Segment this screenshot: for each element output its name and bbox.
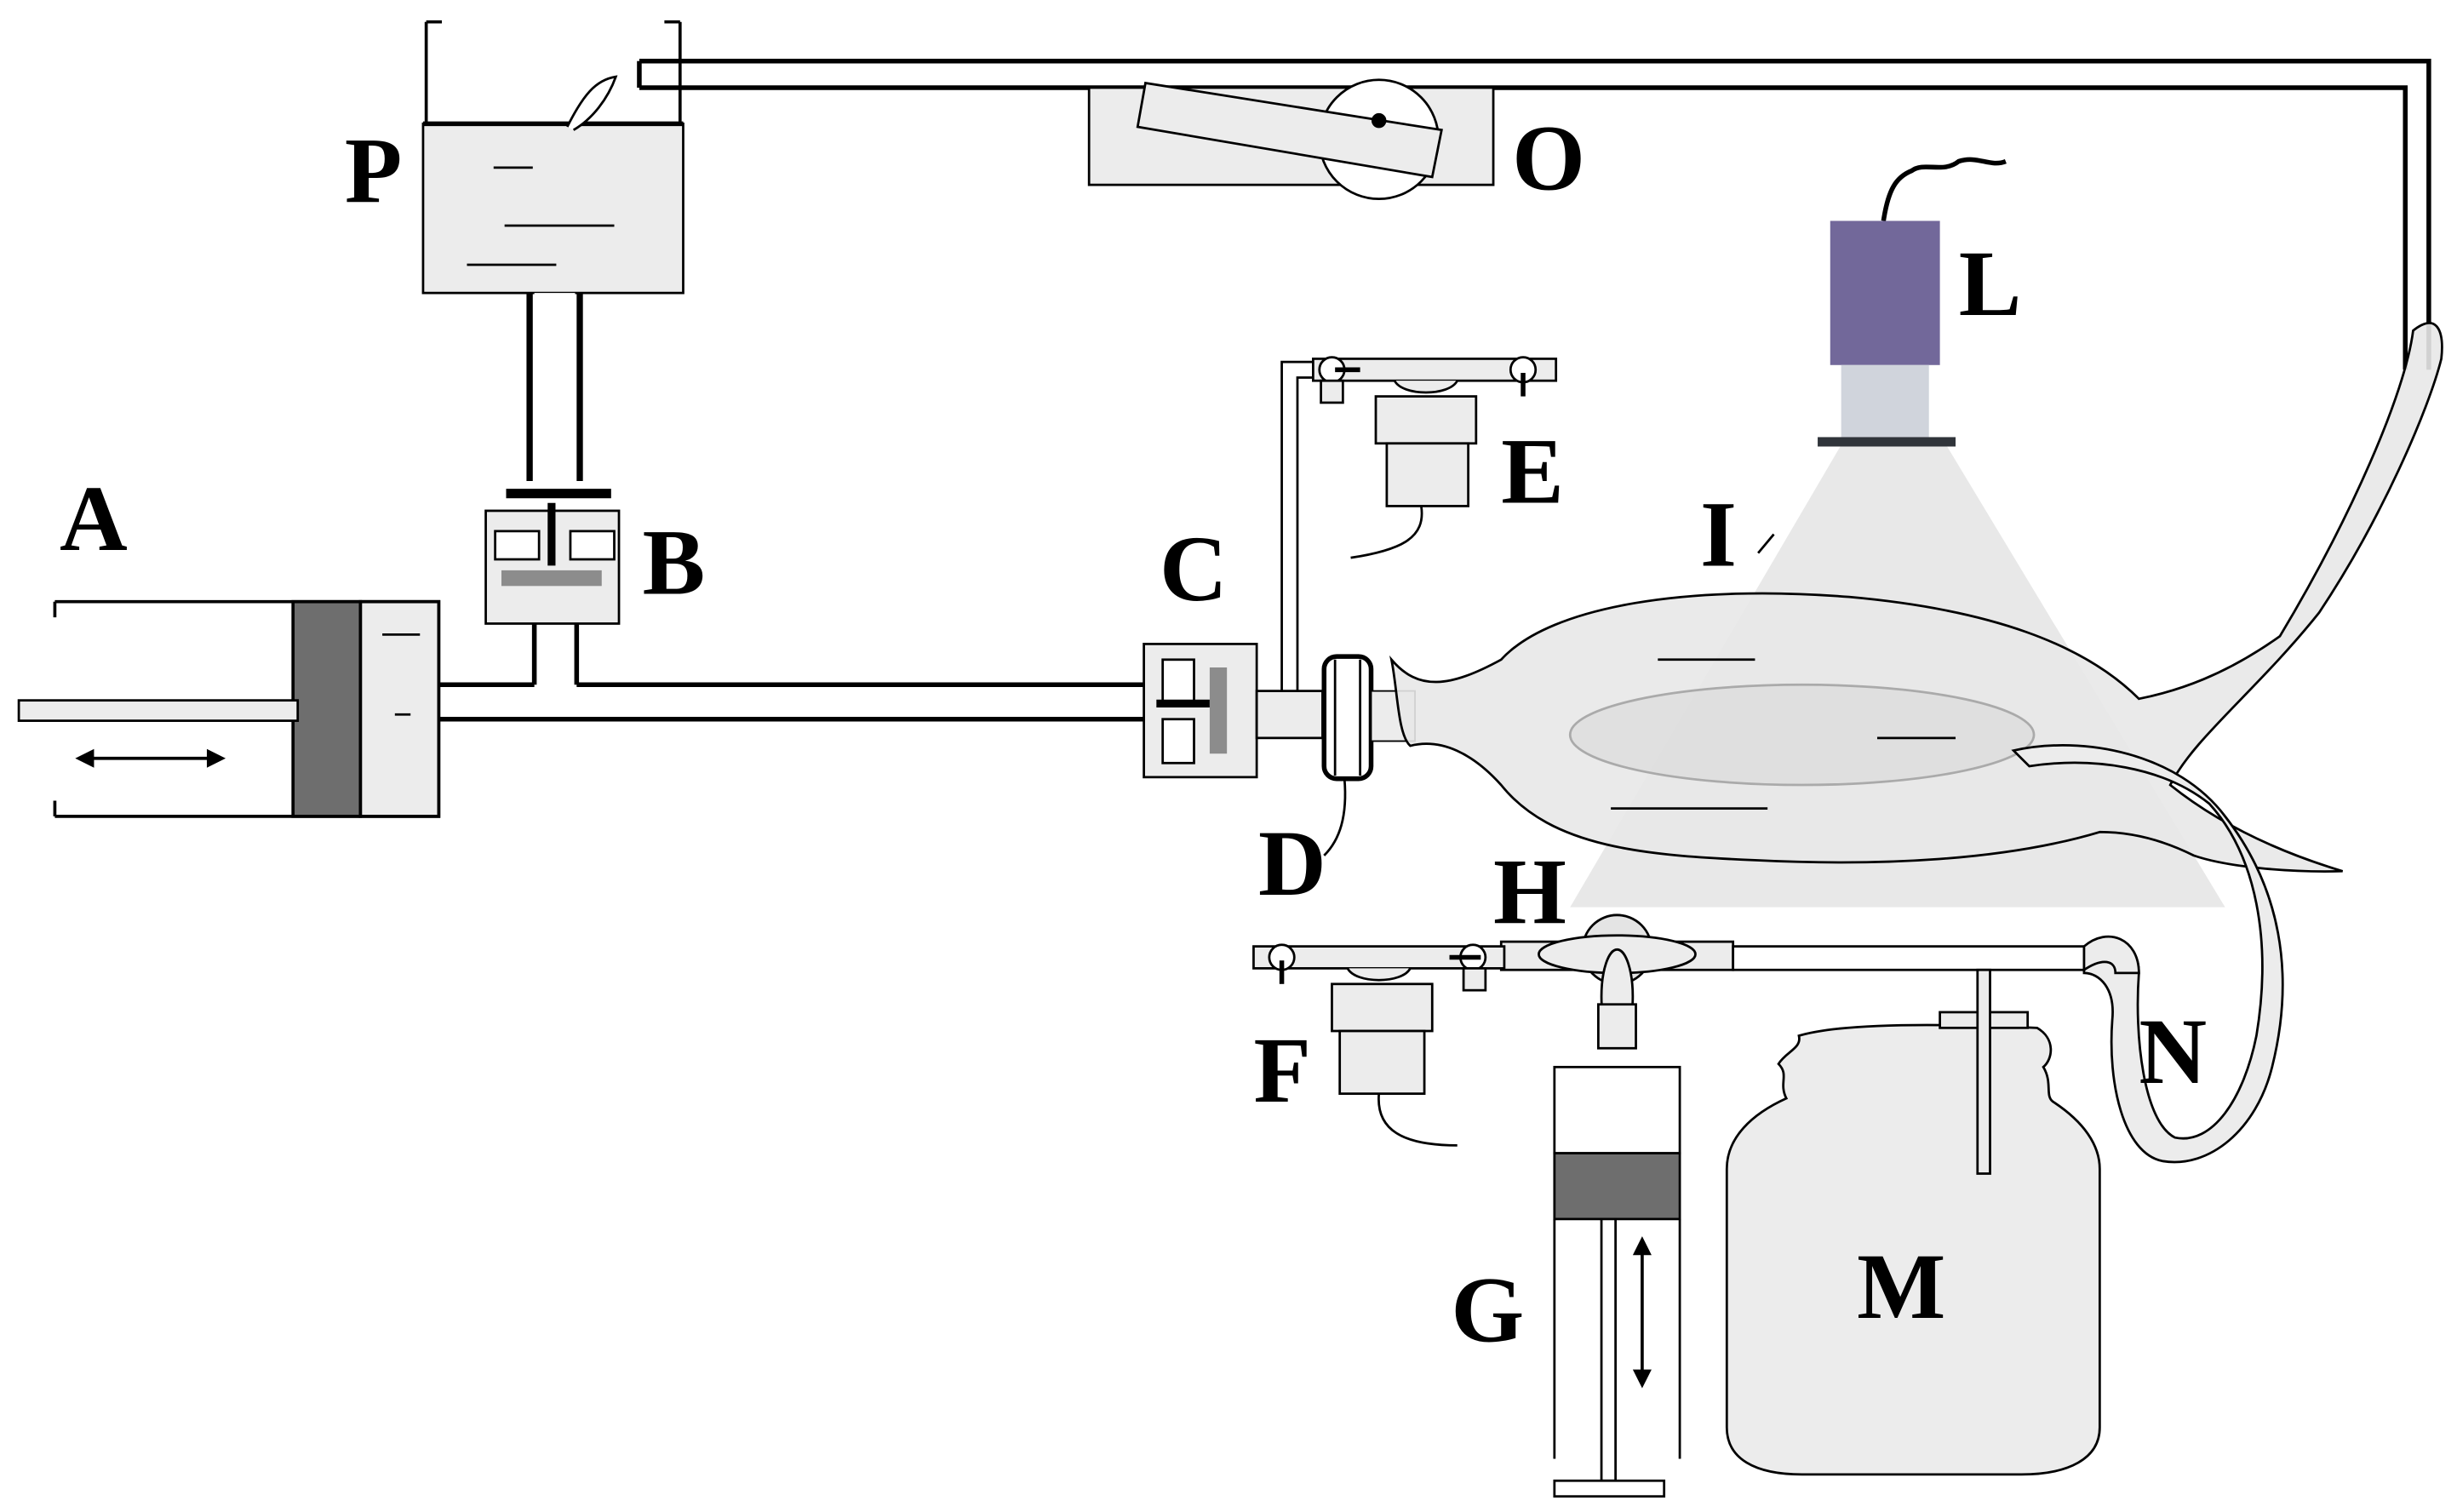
camera-l bbox=[1818, 157, 2007, 447]
valve-b bbox=[484, 489, 621, 685]
label-e: E bbox=[1501, 420, 1564, 524]
label-a: A bbox=[60, 467, 128, 570]
flow-sensor-o bbox=[1087, 78, 1495, 201]
transducer-f bbox=[1252, 943, 1506, 1147]
label-g: G bbox=[1451, 1257, 1524, 1361]
stopcock-h bbox=[1499, 914, 2140, 1050]
label-p: P bbox=[345, 118, 402, 222]
label-m: M bbox=[1857, 1234, 1945, 1338]
sensor-d bbox=[1321, 654, 1416, 856]
transducer-e bbox=[1312, 356, 1558, 559]
label-b: B bbox=[643, 511, 706, 615]
syringe-g bbox=[1553, 1065, 1681, 1498]
label-f: F bbox=[1253, 1018, 1310, 1122]
label-i: I bbox=[1700, 482, 1737, 586]
reservoir-p bbox=[421, 20, 684, 481]
label-n: N bbox=[2139, 999, 2207, 1103]
label-o: O bbox=[1512, 106, 1585, 210]
tube-main bbox=[438, 682, 1148, 722]
organ-i bbox=[1389, 322, 2443, 873]
label-h: H bbox=[1493, 839, 1566, 943]
valve-c bbox=[1143, 360, 1324, 779]
jar-m bbox=[1725, 968, 2101, 1476]
catheter-n bbox=[2011, 744, 2284, 1164]
pump-a bbox=[17, 599, 441, 818]
label-l: L bbox=[1959, 232, 2022, 335]
label-c: C bbox=[1160, 517, 1228, 621]
label-d: D bbox=[1258, 811, 1326, 915]
